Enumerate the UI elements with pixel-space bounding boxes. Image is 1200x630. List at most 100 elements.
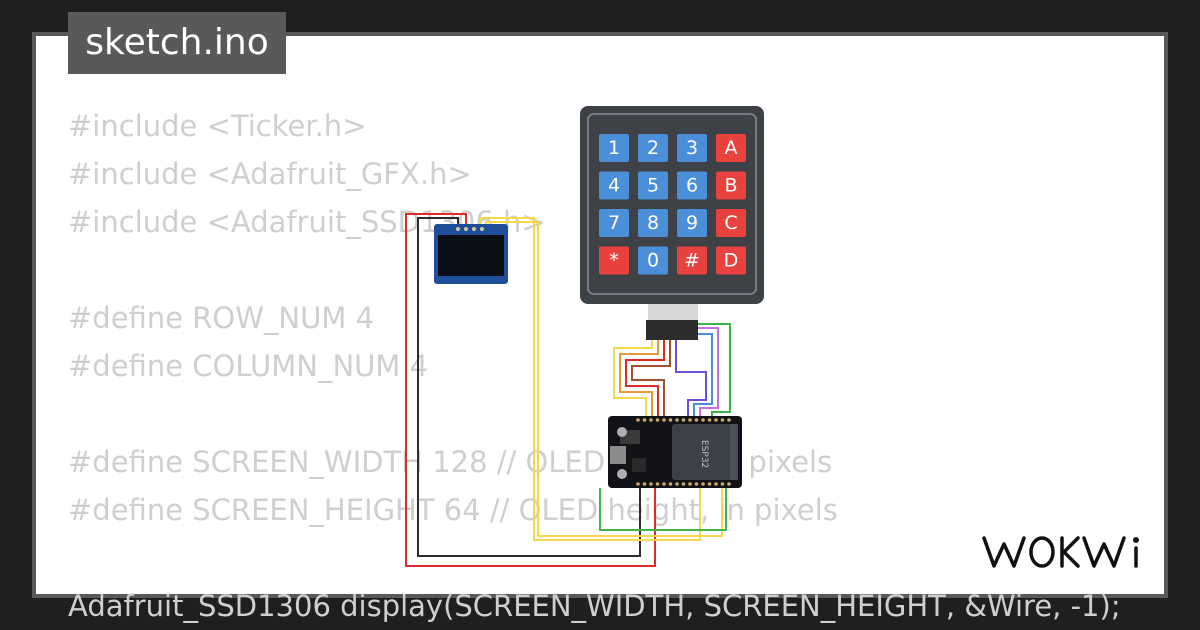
wire-keypad-purple (675, 340, 707, 418)
oled-screen (438, 235, 504, 276)
logo-letter-w1 (982, 536, 1026, 568)
oled-display[interactable] (434, 224, 508, 284)
wire-keypad-blue (681, 333, 713, 418)
keypad-key-label: 0 (647, 250, 659, 272)
esp32-module (672, 424, 738, 480)
keypad-key[interactable] (638, 134, 668, 162)
keypad-key[interactable] (599, 134, 629, 162)
esp32-pin (668, 418, 673, 422)
code-line: Adafruit_SSD1306 display(SCREEN_WIDTH, S… (68, 589, 1121, 623)
keypad-key-label: # (684, 250, 700, 272)
esp32-pin (701, 482, 705, 486)
keypad-key[interactable] (716, 134, 746, 162)
esp32-chip (632, 458, 646, 472)
keypad-key[interactable] (677, 246, 707, 275)
keypad-key[interactable] (716, 209, 746, 237)
wire-keypad-brown (631, 340, 671, 418)
esp32-pin (688, 482, 692, 486)
esp32-pin (642, 482, 647, 486)
esp32-pin (675, 418, 679, 422)
wire-keypad-red (625, 340, 665, 418)
wire-green-gnd2 (599, 488, 727, 531)
code-line: #include <Ticker.h> (68, 109, 367, 143)
keypad-key[interactable] (599, 246, 629, 275)
esp32-pin (636, 482, 640, 486)
esp32-pin (714, 418, 718, 422)
wire-yellow-scl (479, 217, 701, 541)
keypad-key[interactable] (677, 134, 707, 162)
logo-letter-o (1029, 536, 1055, 568)
esp32-pin (642, 418, 647, 422)
keypad-key[interactable] (638, 246, 668, 275)
esp32-chip-label: ESP32 (699, 440, 709, 468)
esp32-pin (662, 482, 666, 486)
keypad-key[interactable] (638, 209, 668, 237)
esp32-pin (727, 482, 731, 486)
esp32-pin (688, 418, 692, 422)
esp32-pin (649, 418, 653, 422)
esp32-pin (681, 482, 686, 486)
keypad-key[interactable] (638, 171, 668, 200)
esp32-pin (707, 482, 712, 486)
esp32-pin-header (636, 418, 731, 486)
code-line: #define SCREEN_HEIGHT 64 // OLED height,… (68, 493, 838, 527)
esp32-pin (655, 418, 660, 422)
keypad-key-label: A (725, 137, 738, 159)
esp32-pin (675, 482, 679, 486)
esp32-pin (636, 418, 640, 422)
wire-keypad-yellow (613, 340, 653, 418)
code-line: #include <Adafruit_GFX.h> (68, 157, 472, 191)
wire-red-vcc (405, 213, 656, 567)
esp32-pin (655, 482, 660, 486)
keypad-key-label: 1 (608, 137, 620, 159)
keypad-key[interactable] (716, 171, 746, 200)
keypad-key-label: 8 (647, 212, 659, 234)
oled-pin-sda (480, 227, 484, 231)
keypad-key-label: 3 (686, 137, 698, 159)
esp32-pin (694, 418, 699, 422)
keypad-key[interactable] (677, 209, 707, 237)
code-line: #define ROW_NUM 4 (68, 301, 375, 335)
esp32-usb-port (610, 446, 626, 464)
connector-header (646, 320, 698, 340)
esp32-button-en[interactable] (617, 469, 627, 479)
esp32-pin (727, 418, 731, 422)
keypad-key[interactable] (677, 171, 707, 200)
esp32-antenna (730, 424, 738, 480)
esp32-board[interactable]: ESP32 (608, 416, 742, 488)
keypad-key-label: 9 (686, 212, 698, 234)
esp32-pin (662, 418, 666, 422)
logo-dot (1133, 537, 1139, 543)
wokwi-logo (982, 536, 1139, 568)
wire-yellow-sda (485, 221, 723, 537)
esp32-pin (720, 418, 725, 422)
oled-pin-vcc (464, 227, 468, 231)
esp32-pin (701, 418, 705, 422)
keypad-key-label: 2 (647, 137, 659, 159)
esp32-pin (720, 482, 725, 486)
esp32-pin (649, 482, 653, 486)
esp32-pin (668, 482, 673, 486)
esp32-pin (714, 482, 718, 486)
ribbon-cable (648, 304, 698, 322)
keypad-connector (646, 304, 698, 340)
oled-pin-scl (472, 227, 476, 231)
esp32-pin (694, 482, 699, 486)
code-background: #include <Ticker.h> #include <Adafruit_GF… (68, 102, 1121, 630)
keypad-key[interactable] (599, 209, 629, 237)
keypad-key-label: 7 (608, 212, 620, 234)
esp32-pin (707, 418, 712, 422)
keypad-key[interactable] (599, 171, 629, 200)
keypad-key-label: C (724, 212, 737, 234)
esp32-pin (681, 418, 686, 422)
logo-letter-k-arm (1062, 536, 1080, 568)
keypad-frame (587, 113, 757, 295)
keypad-key[interactable] (716, 246, 746, 275)
esp32-button-boot[interactable] (617, 427, 627, 437)
sketch-filename-tab[interactable]: sketch.ino (68, 12, 286, 74)
keypad-key-label: 5 (647, 175, 659, 197)
keypad-key-label: * (609, 250, 619, 272)
wire-layer (405, 213, 731, 567)
